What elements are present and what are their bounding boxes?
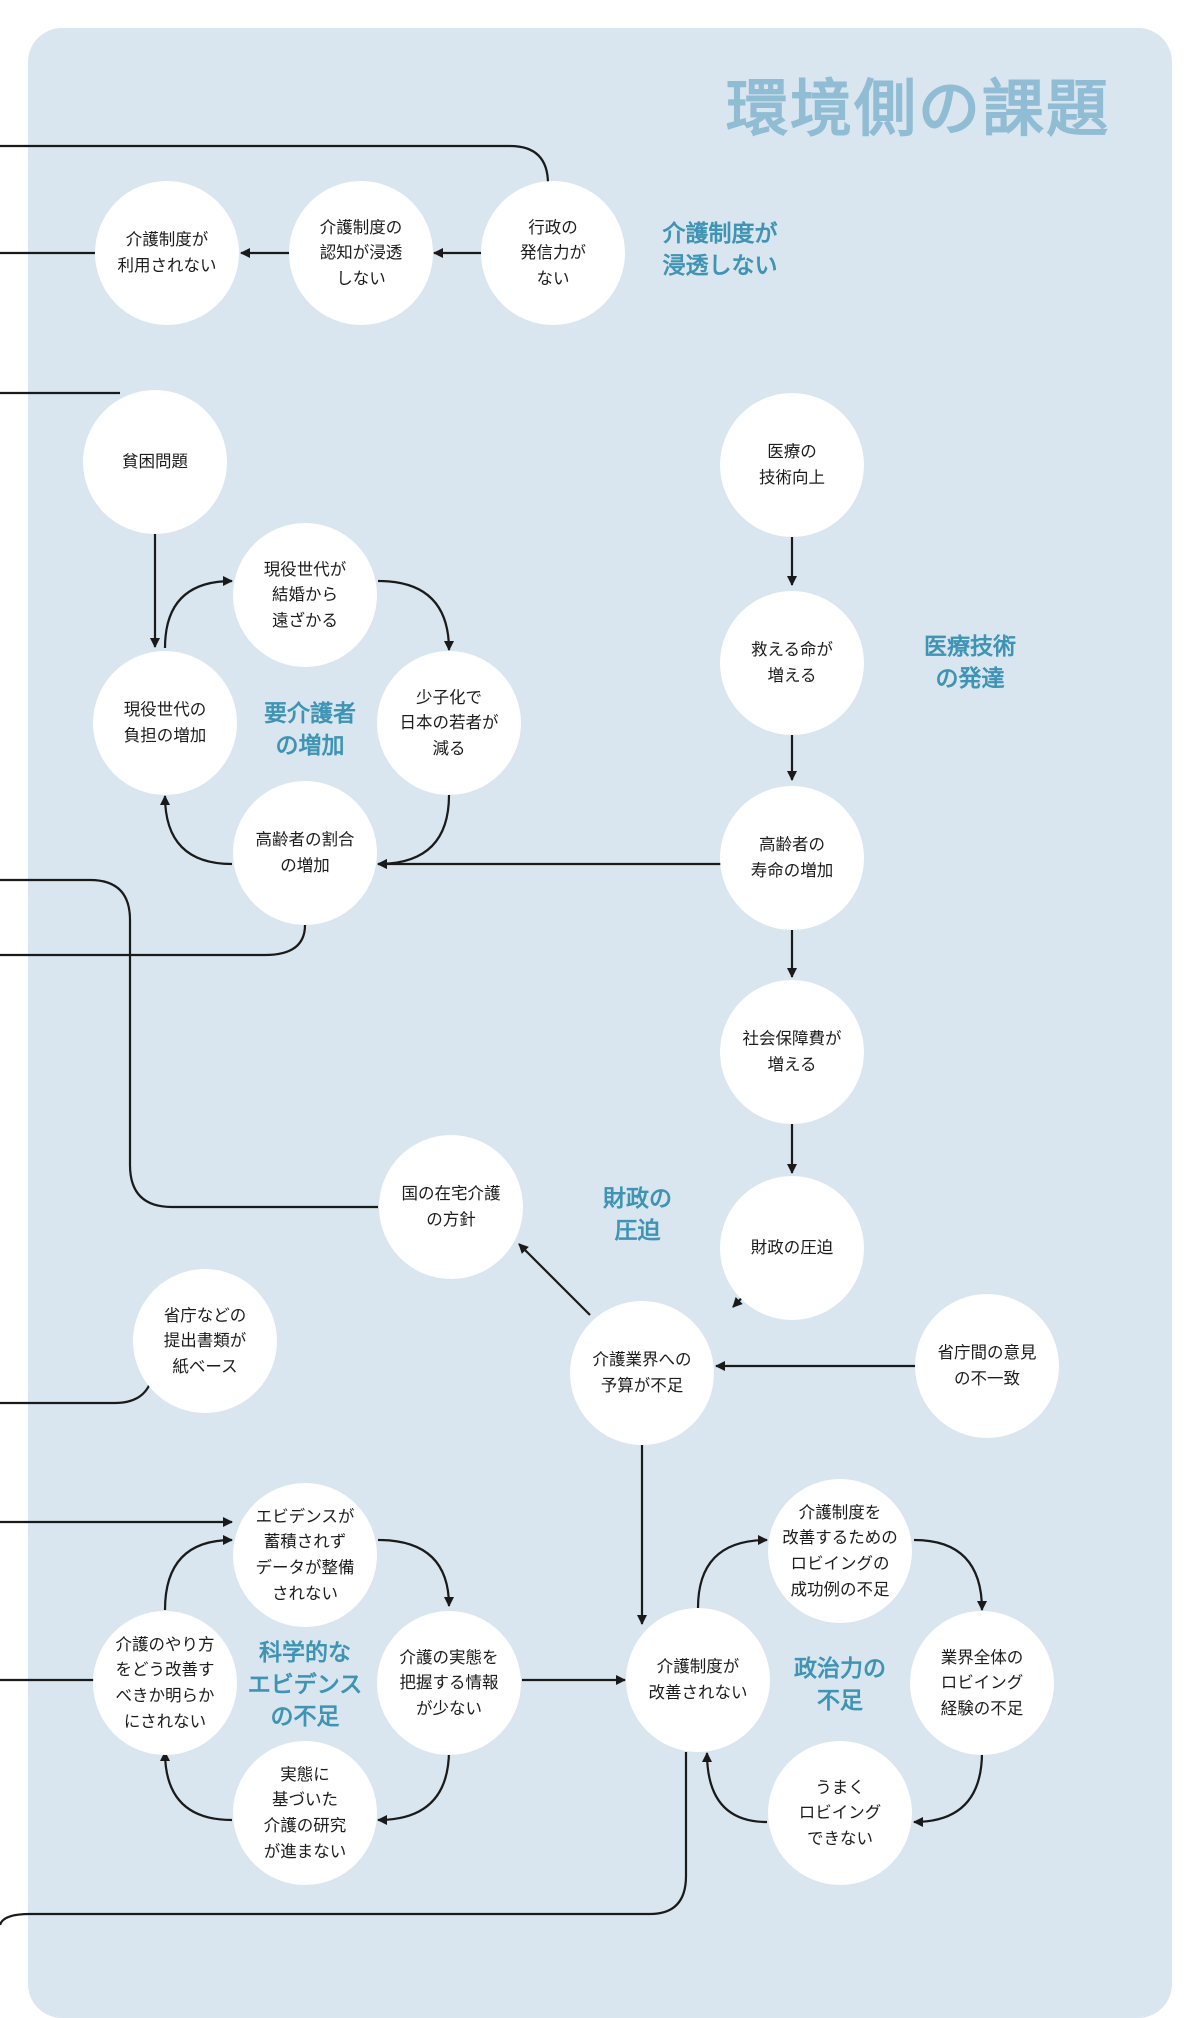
node-label-wariai: 高齢者の割合 の増加: [255, 830, 355, 875]
group-label-seido: 介護制度が 浸透しない: [662, 220, 778, 279]
node-label-jumyou: 高齢者の 寿命の増加: [750, 835, 834, 880]
nodes: [83, 181, 1059, 1885]
node-riyou: [95, 181, 239, 325]
causal-loop-diagram: [0, 144, 1059, 1926]
node-label-yosan: 介護業界への 予算が不足: [592, 1350, 692, 1395]
node-ninchi: [289, 181, 433, 325]
edge-yarikata-evidence: [163, 1535, 233, 1611]
node-label-kaizen: 介護制度が 改善されない: [648, 1657, 748, 1702]
node-gyoukai: [910, 1611, 1054, 1755]
node-shoushi: [377, 651, 521, 795]
edge-kaizen-seidokaizen: [696, 1535, 768, 1609]
edge-external-shouchou: [0, 1377, 154, 1405]
group-label-kagaku: 科学的な エビデンス の不足: [247, 1639, 363, 1731]
edge-wariai-futan: [160, 795, 233, 866]
node-sukueru: [720, 591, 864, 735]
node-label-shouchou: 省庁などの 提出書類が 紙ベース: [163, 1305, 247, 1376]
page-title: 環境側の課題: [725, 72, 1110, 145]
node-yarikata: [93, 1611, 237, 1755]
node-futan: [93, 651, 237, 795]
edge-shoushi-wariai: [377, 794, 451, 869]
node-label-kenkyu: 実態に 基づいた 介護の研究 が進まない: [263, 1764, 347, 1861]
node-label-zaisei: 財政の圧迫: [750, 1238, 834, 1258]
node-iken: [915, 1294, 1059, 1438]
edge-futan-kekkon: [163, 576, 233, 649]
node-label-jittai: 介護の実態を 把握する情報 が少ない: [399, 1647, 499, 1718]
edges: [0, 144, 987, 1926]
node-label-sukueru: 救える命が 増える: [750, 640, 833, 685]
node-label-yarikata: 介護のやり方 をどう改善す べきか明らか にされない: [115, 1634, 215, 1731]
node-label-iken: 省庁間の意見 の不一致: [937, 1343, 1037, 1388]
node-kekkon: [233, 523, 377, 667]
node-seidokaizen: [768, 1479, 912, 1623]
node-label-kekkon: 現役世代が 結婚から 遠ざかる: [263, 559, 347, 630]
node-label-futan: 現役世代の 負担の増加: [123, 700, 207, 745]
group-label-zaisei: 財政の 圧迫: [603, 1185, 672, 1244]
node-zaisei: [720, 1176, 864, 1320]
edge-external-zaitaku: [0, 878, 378, 1209]
node-wariai: [233, 781, 377, 925]
edge-gyoukai-umaku: [913, 1751, 984, 1827]
node-yosan: [570, 1301, 714, 1445]
node-jittai: [377, 1611, 521, 1755]
node-zaitaku: [379, 1135, 523, 1279]
edge-jittai-kenkyu: [377, 1749, 451, 1825]
group-label-youkaigo: 要介護者 の増加: [264, 700, 356, 759]
node-label-zaitaku: 国の在宅介護 の方針: [401, 1184, 501, 1229]
edge-evidence-jittai: [377, 1538, 454, 1607]
node-label-seidokaizen: 介護制度を 改善するための ロビイングの 成功例の不足: [782, 1502, 898, 1599]
node-label-shakai: 社会保障費が 増える: [742, 1029, 842, 1074]
node-hinkon: [83, 390, 227, 534]
edge-kenkyu-yarikata: [160, 1751, 233, 1822]
edge-seidokaizen-gyoukai: [913, 1538, 987, 1611]
node-iryou: [720, 393, 864, 537]
edge-external-top: [0, 144, 550, 185]
edge-yosan-zaitaku: [518, 1243, 591, 1316]
node-label-evidence: エビデンスが 蓄積されず データが整備 されない: [255, 1506, 355, 1603]
node-label-gyoukai: 業界全体の ロビイング 経験の不足: [940, 1647, 1024, 1718]
group-label-iryou: 医療技術 の発達: [924, 633, 1016, 692]
node-kenkyu: [233, 1741, 377, 1885]
node-label-gyousei: 行政の 発信力が ない: [520, 217, 586, 288]
edge-external-kaizen: [0, 1752, 688, 1926]
node-shouchou: [133, 1269, 277, 1413]
node-umaku: [768, 1741, 912, 1885]
node-shakai: [720, 980, 864, 1124]
node-gyousei: [481, 181, 625, 325]
node-label-ninchi: 介護制度の 認知が浸透 しない: [319, 217, 403, 288]
group-label-seiji: 政治力の 不足: [794, 1655, 886, 1714]
node-kaizen: [626, 1608, 770, 1752]
node-label-hinkon: 貧困問題: [122, 452, 188, 472]
node-label-shoushi: 少子化で 日本の若者が 減る: [399, 687, 499, 758]
node-evidence: [233, 1483, 377, 1627]
node-label-umaku: うまく ロビイング できない: [798, 1777, 882, 1848]
node-label-riyou: 介護制度が 利用されない: [117, 230, 217, 275]
node-label-iryou: 医療の 技術向上: [759, 442, 825, 487]
node-jumyou: [720, 786, 864, 930]
edge-kekkon-shoushi: [377, 579, 454, 651]
edge-external-wariai: [0, 924, 307, 957]
edge-umaku-kaizen: [702, 1752, 768, 1824]
